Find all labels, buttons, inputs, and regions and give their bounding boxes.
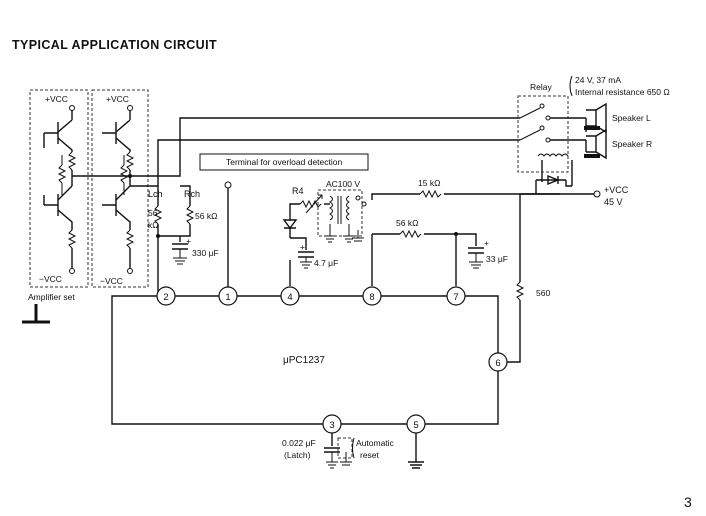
svg-text:7: 7 [453, 292, 458, 303]
overload-terminal-box [199, 153, 369, 171]
ic-pin-1: 1 [218, 286, 238, 306]
ic-pin-7: 7 [446, 286, 466, 306]
r-lch-unit: kΩ [148, 220, 159, 230]
ac100-label: AC100 V [326, 179, 360, 189]
svg-text:+: + [186, 236, 191, 246]
amplifier-channel-1 [43, 105, 94, 274]
main-wiring: + + [94, 95, 607, 469]
c47-label: 4.7 μF [314, 258, 338, 268]
overload-terminal-label: Terminal for overload detection [226, 157, 343, 167]
page-number: 3 [684, 494, 692, 510]
lch-label: Lch [148, 189, 163, 199]
c-latch-label: 0.022 μF [282, 438, 316, 448]
relay-spec-2: Internal resistance 650 Ω [575, 87, 670, 97]
amp2-plus-vcc-label: +VCC [106, 94, 129, 104]
ic-pin-4: 4 [280, 286, 300, 306]
amplifier-set-label: Amplifier set [28, 292, 75, 302]
r-rch-label: 56 kΩ [195, 211, 217, 221]
c330-label: 330 μF [192, 248, 219, 258]
ic-pin-5: 5 [406, 414, 426, 434]
relay-spec-1: 24 V, 37 mA [575, 75, 621, 85]
r560-label: 560 [536, 288, 550, 298]
rch-label: Rch [184, 189, 200, 199]
svg-text:+: + [484, 238, 489, 248]
r4-label: R4 [292, 186, 304, 196]
speaker-l [584, 102, 607, 134]
svg-text:8: 8 [369, 292, 374, 303]
c33-label: 33 μF [486, 254, 508, 264]
r56k-label: 56 kΩ [396, 218, 418, 228]
ic-pin-6: 6 [488, 352, 508, 372]
amplifier-box-left [29, 89, 89, 288]
svg-text:+: + [300, 242, 305, 252]
amplifier-set: +VCC +VCC −VCC −VCC Amplifier set [22, 89, 149, 324]
amp1-plus-vcc-label: +VCC [45, 94, 68, 104]
speaker-l-label: Speaker L [612, 113, 651, 123]
r15k-label: 15 kΩ [418, 178, 440, 188]
speaker-r [584, 128, 607, 160]
ic-pin-2: 2 [156, 286, 176, 306]
ic-pin-8: 8 [362, 286, 382, 306]
ic-pin-3: 3 [322, 414, 342, 434]
page-title: TYPICAL APPLICATION CIRCUIT [12, 38, 218, 52]
svg-text:3: 3 [329, 420, 334, 431]
transformer [329, 195, 350, 224]
vcc-out-label: +VCC [604, 185, 629, 195]
auto-reset-label-1: Automatic [356, 438, 395, 448]
svg-text:6: 6 [495, 358, 500, 369]
ic-name: μPC1237 [283, 355, 325, 366]
latch-tag-label: (Latch) [284, 450, 311, 460]
svg-text:4: 4 [287, 292, 292, 303]
relay-box [517, 95, 569, 173]
svg-text:1: 1 [225, 292, 230, 303]
svg-text:2: 2 [163, 292, 168, 303]
vcc-volt-label: 45 V [604, 197, 623, 207]
svg-text:5: 5 [413, 420, 418, 431]
amp2-minus-vcc-label: −VCC [100, 276, 123, 286]
relay-label: Relay [530, 82, 552, 92]
ground-symbol [22, 304, 50, 324]
auto-reset-label-2: reset [360, 450, 380, 460]
amp1-minus-vcc-label: −VCC [39, 274, 62, 284]
amplifier-channel-2 [102, 105, 135, 274]
speaker-r-label: Speaker R [612, 139, 652, 149]
r-lch-value: 56 [148, 208, 158, 218]
amplifier-box-right [91, 89, 149, 288]
